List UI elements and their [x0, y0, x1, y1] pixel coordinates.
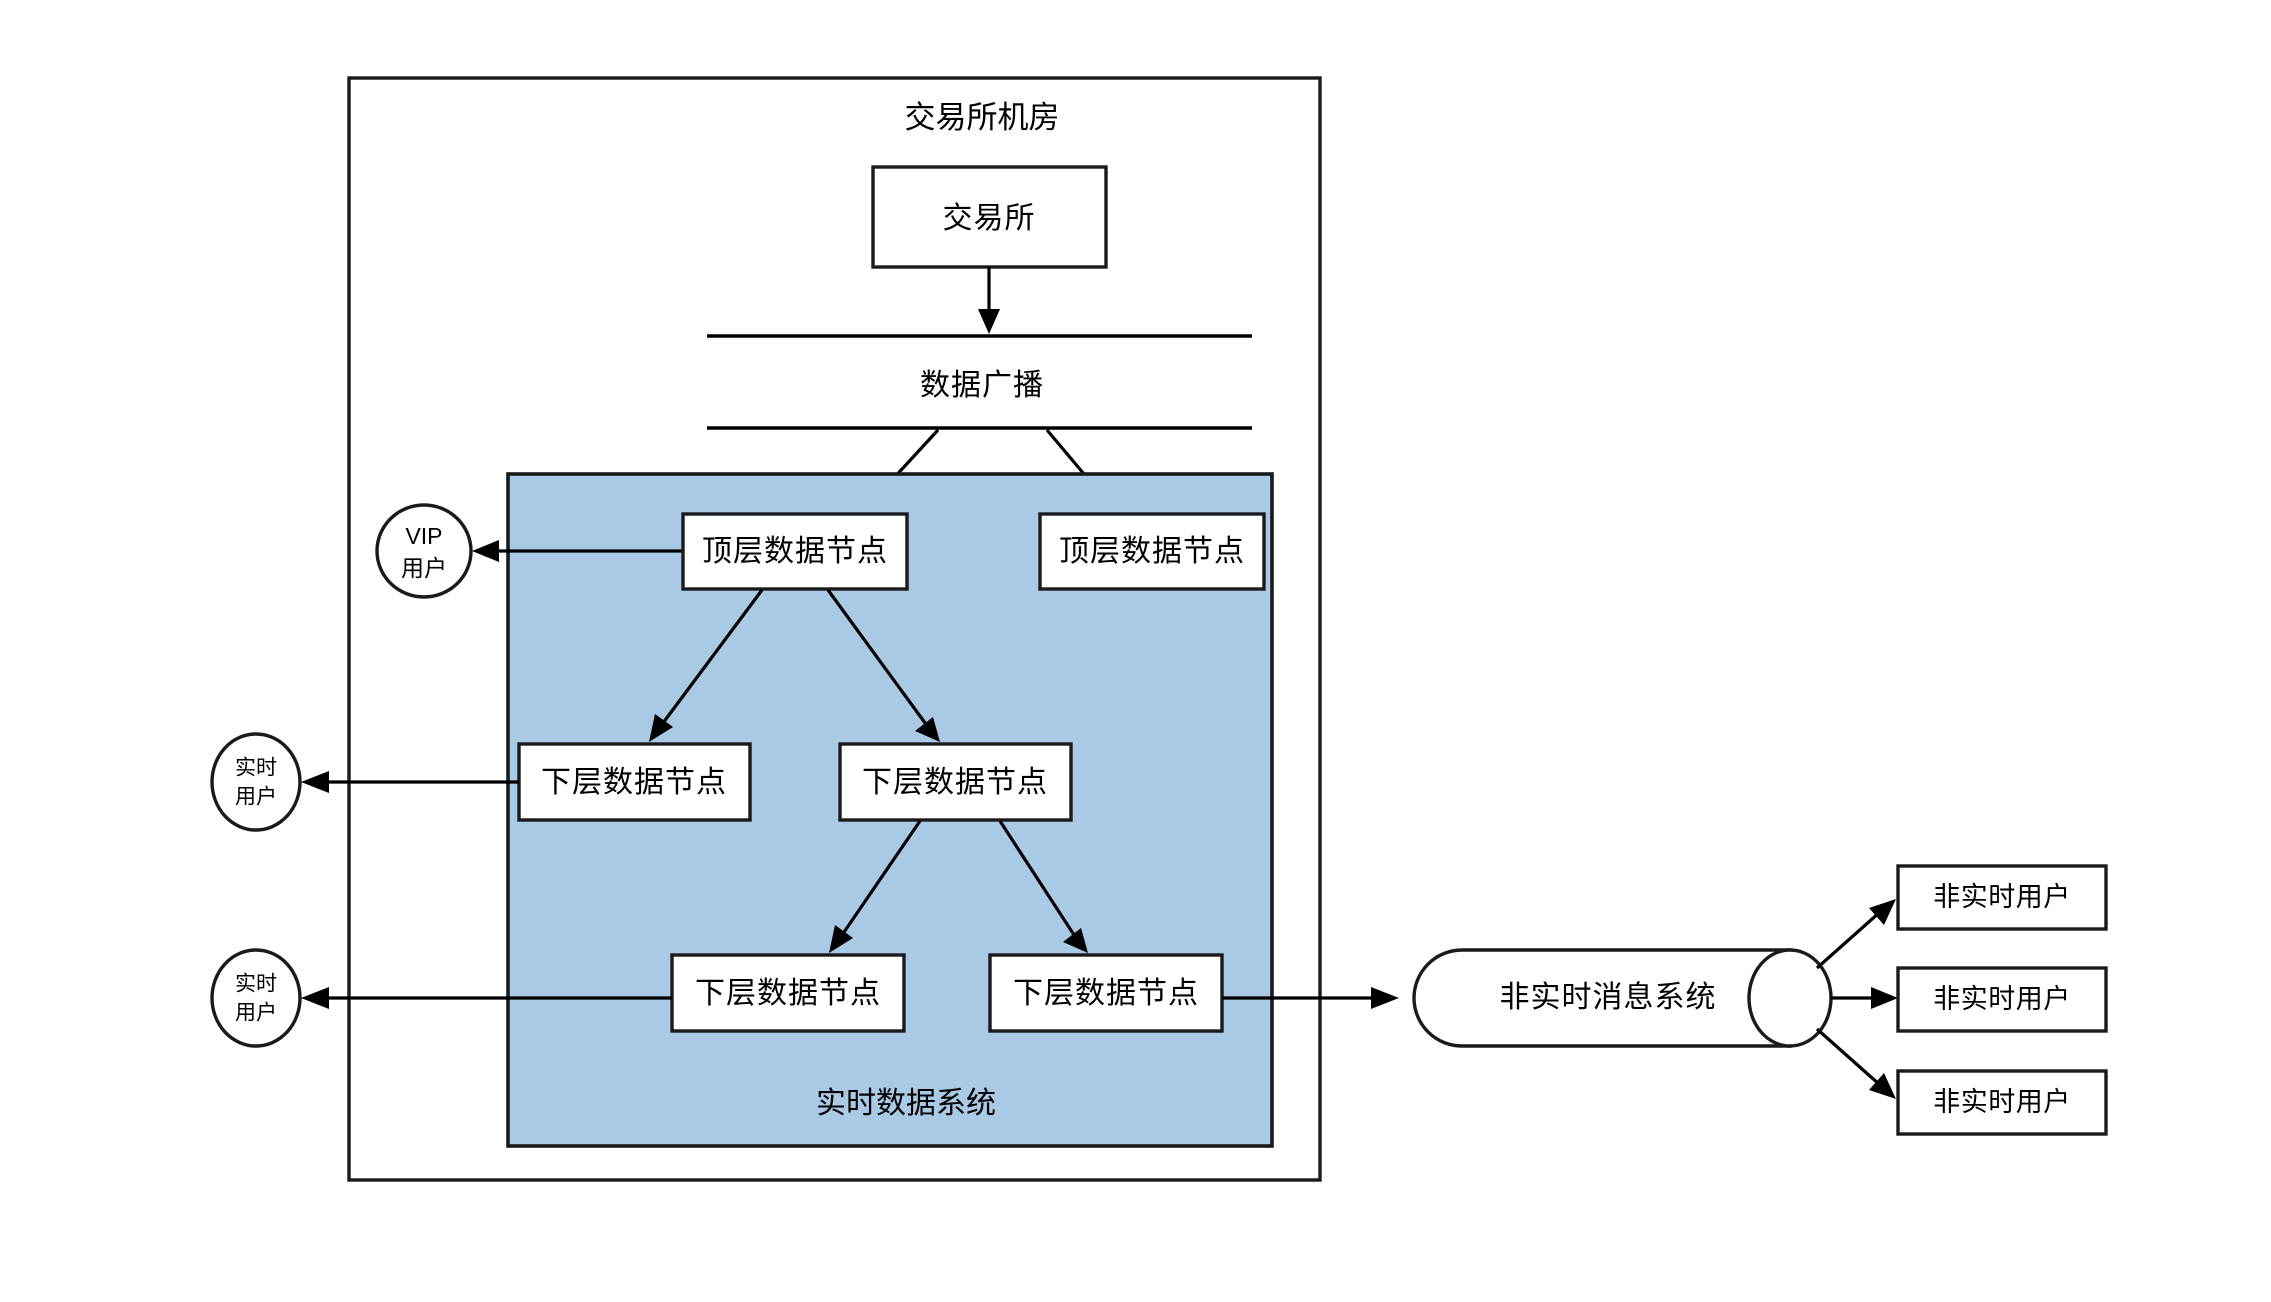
non-realtime-user-2-box[interactable]	[1896, 966, 2108, 1033]
realtime-data-system-label: 实时数据系统	[816, 1087, 996, 1120]
edge-top-left-to-mid-left	[658, 589, 764, 728]
edge-mid-right-to-low-left	[838, 820, 922, 939]
non-realtime-user-2-label: 非实时用户	[1933, 984, 2071, 1014]
non-realtime-user-3-label: 非实时用户	[1933, 1087, 2071, 1117]
arrowhead-mid-right-to-low-left	[829, 925, 853, 953]
edge-message-system-to-nrt-user-1	[1815, 910, 1882, 970]
arrowhead-mid-right-to-low-right	[1063, 928, 1088, 953]
top-data-node-right-label: 顶层数据节点	[1059, 535, 1245, 568]
low-data-node-right-label: 下层数据节点	[1013, 977, 1199, 1010]
mid-data-node-left-label: 下层数据节点	[541, 766, 727, 799]
low-data-node-left-label: 下层数据节点	[695, 977, 881, 1010]
realtime-user-b-label-line1: 实时	[235, 973, 277, 996]
mid-data-node-right-label: 下层数据节点	[862, 766, 1048, 799]
vip-user-label-line1: VIP	[405, 523, 442, 549]
vip-user-node[interactable]	[375, 503, 473, 599]
edge-top-left-to-mid-right	[826, 589, 930, 728]
arrowhead-to-realtime-user-a	[301, 771, 329, 793]
arrowhead-to-realtime-user-b	[301, 987, 329, 1009]
exchange-node-label: 交易所	[943, 202, 1036, 235]
arrowhead-to-message-system	[1371, 987, 1399, 1009]
arrowhead-to-nrt-user-3	[1869, 1073, 1896, 1099]
realtime-user-b-node[interactable]	[210, 948, 302, 1048]
low-data-node-right-box[interactable]	[988, 953, 1224, 1033]
arrowhead-to-vip-user	[472, 540, 499, 562]
mid-data-node-left-box[interactable]	[517, 742, 752, 822]
diagram-title: 交易所机房	[905, 100, 1060, 135]
message-system-cylinder-body[interactable]	[1412, 948, 1792, 1048]
edge-mid-right-to-low-right	[998, 820, 1078, 939]
mid-data-node-right-box[interactable]	[838, 742, 1073, 822]
arrowhead-exchange-to-broadcast	[978, 309, 1000, 334]
realtime-user-a-label-line2: 用户	[235, 786, 277, 809]
arrowhead-to-nrt-user-2	[1871, 987, 1898, 1009]
realtime-user-a-node[interactable]	[210, 732, 302, 832]
realtime-user-b-label-line2: 用户	[235, 1002, 277, 1025]
realtime-user-a-label-line1: 实时	[235, 757, 277, 780]
arrowhead-to-nrt-user-1	[1869, 899, 1896, 925]
top-data-node-left-box[interactable]	[681, 512, 909, 591]
top-data-node-left-label: 顶层数据节点	[702, 535, 888, 568]
exchange-datacenter-boundary	[347, 76, 1322, 1182]
edge-message-system-to-nrt-user-3	[1815, 1027, 1882, 1087]
arrowhead-top-left-to-mid-right	[915, 717, 940, 742]
low-data-node-left-box[interactable]	[670, 953, 906, 1033]
message-system-label: 非实时消息系统	[1500, 981, 1717, 1014]
non-realtime-user-3-box[interactable]	[1896, 1069, 2108, 1136]
non-realtime-user-1-box[interactable]	[1896, 864, 2108, 931]
top-data-node-right-box[interactable]	[1038, 512, 1266, 591]
arrowhead-top-left-to-mid-left	[649, 714, 673, 742]
vip-user-label-line2: 用户	[401, 555, 447, 581]
non-realtime-user-1-label: 非实时用户	[1933, 882, 2071, 912]
broadcast-bus-label: 数据广播	[920, 369, 1044, 402]
